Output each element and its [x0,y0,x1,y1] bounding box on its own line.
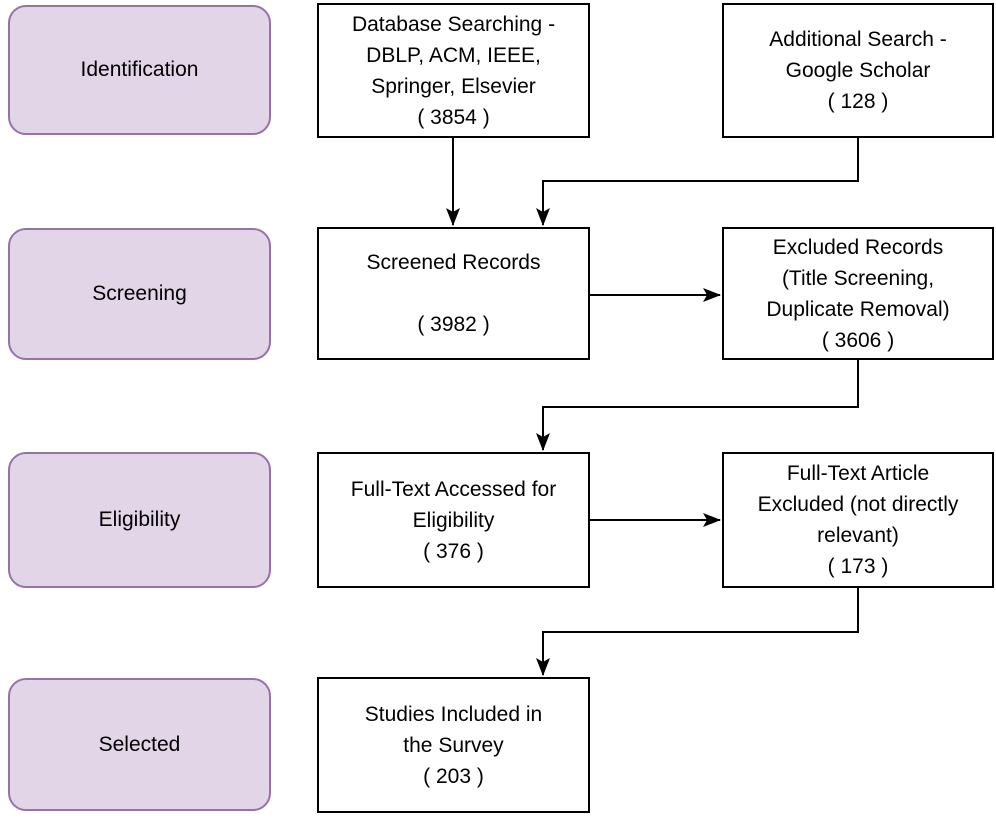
node-text-line: Excluded (not directly [757,493,959,516]
node-text-line: Full-Text Article [786,462,930,485]
connector-additional-to-screened [536,138,859,226]
node-text-line: (Title Screening, [781,266,935,290]
node-text-line: relevant) [817,524,899,547]
node-count: ( 376 ) [423,539,484,563]
node-count: ( 128 ) [827,90,889,113]
node-text-line: Full-Text Accessed for [350,477,557,501]
node-database-searching: Database Searching - DBLP, ACM, IEEE, Sp… [317,3,590,138]
node-text-line: DBLP, ACM, IEEE, [366,43,541,67]
node-text-line: Duplicate Removal) [766,297,950,321]
stage-label: Identification [80,58,199,81]
stage-identification: Identification [8,5,271,135]
node-text-line: Eligibility [412,508,495,532]
connector-excluded-to-fulltext [536,360,859,451]
node-fulltext-excluded: Full-Text Article Excluded (not directly… [722,452,994,588]
node-count: ( 3606 ) [821,328,895,352]
node-screened-records: Screened Records ( 3982 ) [317,227,590,360]
node-text-line: Excluded Records [772,235,944,259]
node-fulltext-accessed: Full-Text Accessed for Eligibility ( 376… [317,452,590,588]
stage-screening: Screening [8,228,271,360]
node-count: ( 203 ) [423,764,484,788]
stage-label: Screening [92,282,187,305]
node-excluded-records: Excluded Records (Title Screening, Dupli… [722,227,994,360]
node-text-line: Springer, Elsevier [371,74,536,98]
node-text-line: Additional Search - [769,28,947,51]
node-text-line: Screened Records [366,251,541,274]
node-count: ( 173 ) [827,555,889,578]
node-text-line: Google Scholar [785,59,931,82]
stage-selected: Selected [8,678,271,811]
node-text-line: the Survey [403,733,504,757]
node-count: ( 3854 ) [417,105,490,129]
stage-label: Selected [98,732,181,756]
node-additional-search: Additional Search - Google Scholar ( 128… [722,3,994,138]
node-text-line [319,278,588,309]
node-studies-included: Studies Included in the Survey ( 203 ) [317,677,590,813]
node-count: ( 3982 ) [417,313,490,336]
stage-label: Eligibility [98,508,181,531]
stage-eligibility: Eligibility [8,452,271,588]
node-text-line: Database Searching - [351,12,556,36]
connector-ftexcluded-to-studies [536,588,859,676]
node-text-line: Studies Included in [364,702,543,726]
